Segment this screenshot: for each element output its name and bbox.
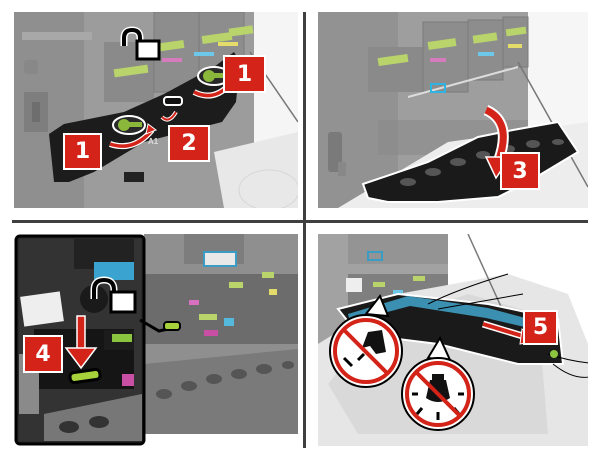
unlock-icon: [90, 276, 137, 314]
step-badge-1-right: 1: [225, 57, 264, 91]
panel-3-illustration: [14, 234, 298, 446]
printer-cover-lowered-image: [318, 12, 588, 208]
panel-1-illustration: A1: [14, 12, 298, 208]
panel-2-illustration: [318, 12, 588, 208]
unlock-icon: [120, 26, 161, 61]
down-arrow-icon: [64, 315, 98, 370]
no-light-icon: [401, 335, 475, 431]
part-label-a1: A1: [148, 137, 159, 146]
panel-4-illustration: [318, 234, 588, 446]
step-badge-1-left: 1: [65, 135, 100, 168]
printer-open-cover-image: A1: [14, 12, 298, 208]
no-touch-icon: [329, 294, 403, 388]
step-badge-4: 4: [25, 337, 61, 371]
vertical-divider: [303, 12, 306, 448]
remove-imaging-unit-image: [318, 234, 588, 446]
imaging-unit-latch-image: [14, 234, 298, 446]
step-badge-3: 3: [502, 154, 538, 188]
horizontal-divider: [12, 220, 588, 223]
step-badge-2: 2: [170, 127, 208, 160]
step-badge-5: 5: [525, 312, 556, 343]
